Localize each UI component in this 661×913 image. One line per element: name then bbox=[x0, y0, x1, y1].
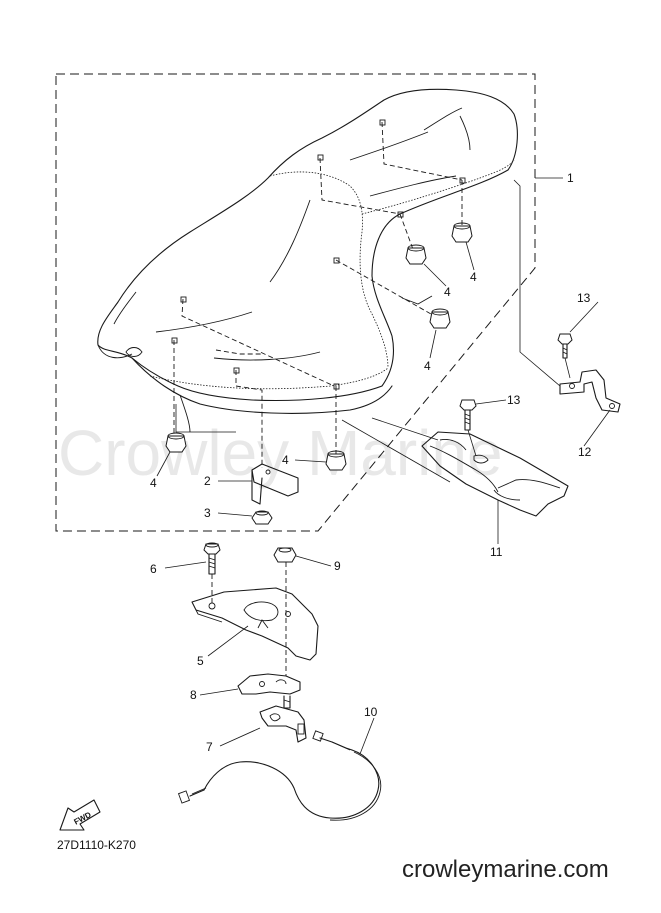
cover-11 bbox=[421, 431, 569, 517]
callout-4-center: 4 bbox=[282, 453, 289, 467]
seat-bottom-leader bbox=[341, 419, 451, 483]
cable-10 bbox=[177, 730, 382, 821]
callout-9: 9 bbox=[334, 559, 341, 573]
cable-10-leader bbox=[359, 717, 375, 755]
diagram-code: 27D1110-K270 bbox=[57, 838, 136, 852]
left-bracket-leader bbox=[175, 404, 236, 433]
website-footer: crowleymarine.com bbox=[402, 856, 609, 883]
lock-7 bbox=[259, 695, 307, 743]
callout-6: 6 bbox=[150, 562, 157, 576]
callout-4-rear-mid: 4 bbox=[444, 285, 451, 299]
callout-1: 1 bbox=[567, 171, 574, 185]
callout-leaders bbox=[156, 177, 611, 696]
plate-5-leader bbox=[207, 625, 249, 657]
latch-plate-8 bbox=[237, 673, 301, 695]
fwd-label: FWD bbox=[72, 810, 93, 827]
callout-5: 5 bbox=[197, 654, 204, 668]
callout-11: 11 bbox=[490, 545, 503, 559]
alignment-lines bbox=[173, 121, 463, 676]
bolt-6 bbox=[203, 542, 221, 575]
callout-13-upper: 13 bbox=[577, 291, 591, 305]
seat-assembly bbox=[97, 88, 518, 433]
assembly-boundary bbox=[55, 73, 536, 532]
grommet-4-rear-lower bbox=[429, 308, 451, 329]
callout-3: 3 bbox=[204, 506, 211, 520]
callout-13-lower: 13 bbox=[507, 393, 521, 407]
grommet-4-front bbox=[165, 432, 187, 453]
bracket-12 bbox=[559, 369, 621, 413]
callout-4-front: 4 bbox=[150, 476, 157, 490]
nut-9 bbox=[273, 547, 297, 563]
callout-10: 10 bbox=[364, 705, 378, 719]
callout-12: 12 bbox=[578, 445, 592, 459]
grommet-4-rear-mid bbox=[405, 244, 427, 265]
grommet-4-center bbox=[325, 450, 347, 471]
watermark-text: Crowley Marine bbox=[58, 417, 503, 489]
callout-4-rear-lower: 4 bbox=[424, 359, 431, 373]
seat-front-leader bbox=[371, 417, 439, 441]
bracket-2 bbox=[251, 463, 299, 505]
callout-7: 7 bbox=[206, 740, 213, 754]
callout-8: 8 bbox=[190, 688, 197, 702]
plate-5 bbox=[191, 587, 319, 661]
grommet-4-rear-right bbox=[451, 222, 473, 243]
nut-3 bbox=[251, 510, 273, 525]
bolt-13-lower bbox=[459, 399, 477, 431]
bolt-13-upper-leader bbox=[564, 357, 571, 379]
callout-2: 2 bbox=[204, 474, 211, 488]
fwd-arrow-icon: FWD bbox=[59, 799, 101, 831]
callout-4-rear-right: 4 bbox=[470, 270, 477, 284]
bolt-13-upper bbox=[557, 333, 573, 359]
lock-7-leader bbox=[219, 727, 261, 747]
seat-rear-leader bbox=[513, 179, 561, 387]
